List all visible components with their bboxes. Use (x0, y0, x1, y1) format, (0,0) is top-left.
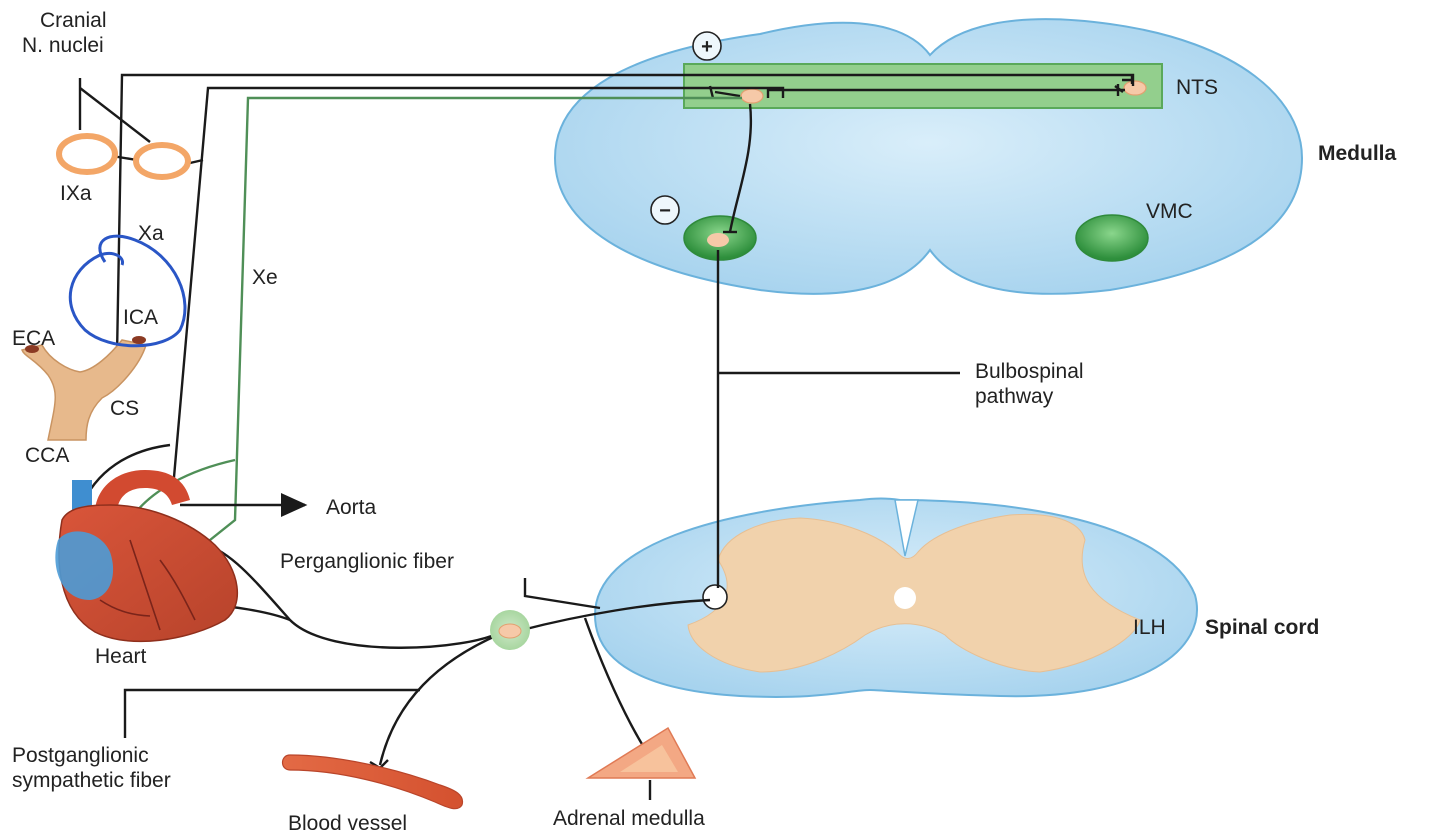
medulla-section (555, 19, 1302, 294)
carotid-artery (22, 340, 146, 440)
preganglionic-label: Perganglionic fiber (280, 550, 454, 573)
postganglionic-to-vessel (380, 634, 500, 765)
ica-label: ICA (123, 306, 158, 329)
heart-illustration (55, 470, 237, 641)
postganglionic-label-line1: Postganglionic (12, 744, 149, 767)
postganglionic-label-line2: sympathetic fiber (12, 769, 171, 792)
carotid-sinus (132, 336, 146, 344)
vmc-label: VMC (1146, 200, 1193, 223)
ilh-neuron (703, 585, 727, 609)
ixa-nucleus (59, 136, 115, 172)
hand-drawn-circle-annotation (70, 236, 185, 346)
cranial-label-line1: Cranial (40, 9, 107, 32)
minus-sign-text: − (659, 200, 671, 222)
spinal-cord-label: Spinal cord (1205, 616, 1319, 639)
xe-label: Xe (252, 266, 278, 289)
cs-label: CS (110, 397, 139, 420)
plus-sign-text: + (701, 36, 713, 58)
central-canal (894, 587, 916, 609)
cca-label: CCA (25, 444, 69, 467)
blood-vessel-label: Blood vessel (288, 812, 407, 832)
ilh-label: ILH (1133, 616, 1166, 639)
nts-label: NTS (1176, 76, 1218, 99)
xa-nucleus (136, 145, 188, 177)
medulla-label: Medulla (1318, 142, 1396, 165)
aorta-label: Aorta (326, 496, 377, 519)
eca-label: ECA (12, 327, 55, 350)
xa-label: Xa (138, 222, 164, 245)
nts-neuron-left (741, 89, 763, 103)
ganglion-neuron (499, 624, 521, 638)
ixa-label: IXa (60, 182, 92, 205)
inhibitory-neuron (707, 233, 729, 247)
postganglionic-label-pointer (125, 690, 420, 738)
nts-neuron-right (1124, 81, 1146, 95)
bulbospinal-label-line1: Bulbospinal (975, 360, 1084, 383)
preganglionic-label-pointer (525, 578, 600, 608)
bulbospinal-label-line2: pathway (975, 385, 1054, 408)
vmc-nucleus (1076, 215, 1148, 261)
heart-label: Heart (95, 645, 147, 668)
cranial-label-line2: N. nuclei (22, 34, 104, 57)
adrenal-medulla-label: Adrenal medulla (553, 807, 705, 830)
